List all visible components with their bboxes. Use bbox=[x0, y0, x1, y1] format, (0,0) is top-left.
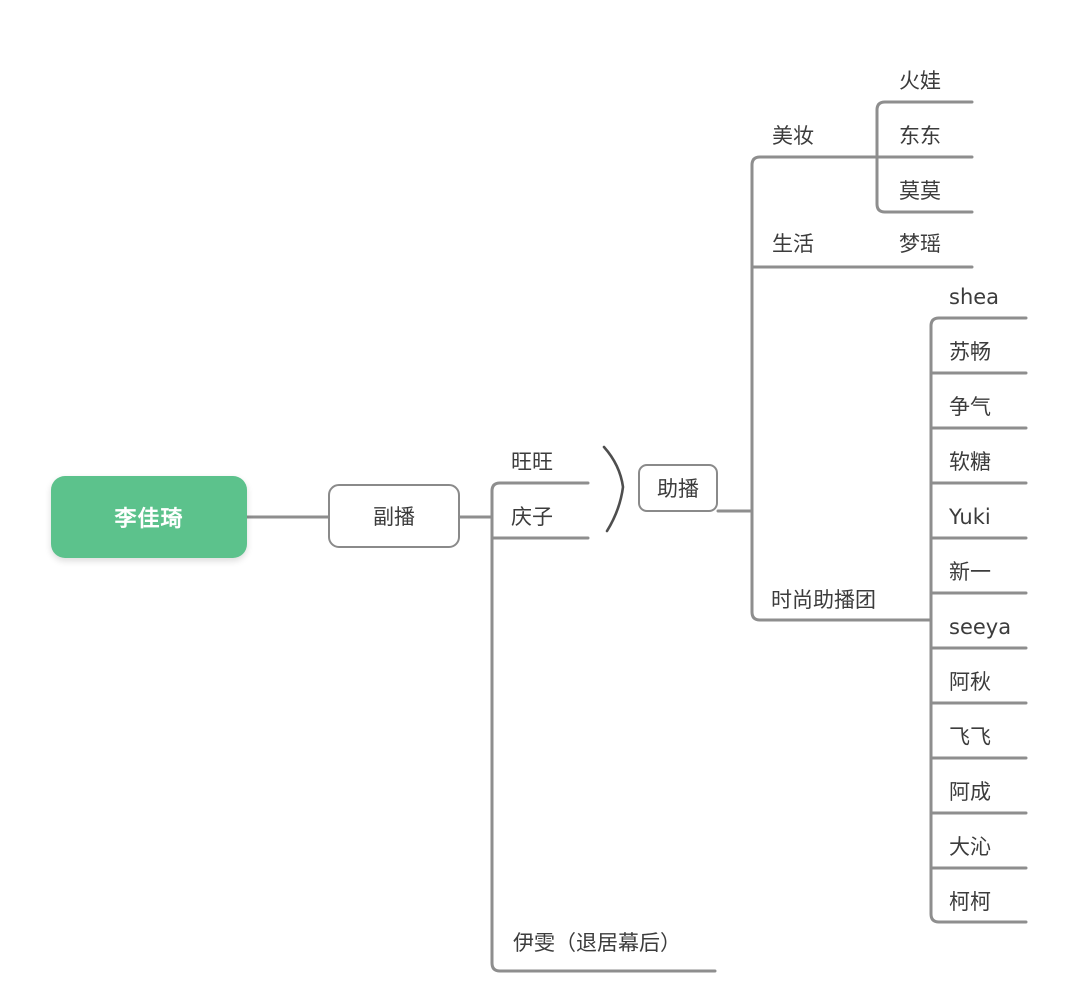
node-beauty-member[interactable]: 莫莫 bbox=[899, 179, 941, 203]
node-wangwang[interactable]: 旺旺 bbox=[511, 450, 553, 474]
node-fashion-member[interactable]: 阿成 bbox=[949, 780, 991, 804]
node-yiwen[interactable]: 伊雯（退居幕后） bbox=[513, 931, 681, 955]
node-root[interactable]: 李佳琦 bbox=[51, 476, 247, 558]
node-fashion-member[interactable]: 大沁 bbox=[949, 835, 991, 859]
node-life-member[interactable]: 梦瑶 bbox=[899, 232, 941, 256]
node-fashion-member[interactable]: shea bbox=[949, 285, 1000, 309]
node-zhubo-label: 助播 bbox=[657, 477, 699, 501]
node-qingzi[interactable]: 庆子 bbox=[511, 505, 553, 529]
trunk-fubo-children bbox=[490, 481, 717, 973]
trunk-meizhuang-children bbox=[875, 100, 974, 214]
node-fashion-member[interactable]: 新一 bbox=[949, 560, 991, 584]
node-meizhuang[interactable]: 美妆 bbox=[772, 124, 814, 148]
node-shishang[interactable]: 时尚助播团 bbox=[771, 588, 876, 612]
trunk-zhubo-children bbox=[750, 155, 974, 622]
node-fashion-member[interactable]: 柯柯 bbox=[949, 890, 991, 914]
node-zhubo[interactable]: 助播 bbox=[638, 464, 718, 512]
node-fashion-member[interactable]: Yuki bbox=[949, 505, 991, 529]
node-shenghuo[interactable]: 生活 bbox=[772, 232, 814, 256]
node-root-label: 李佳琦 bbox=[114, 507, 184, 532]
node-beauty-member[interactable]: 火娃 bbox=[899, 69, 941, 93]
node-fashion-member[interactable]: 飞飞 bbox=[949, 725, 991, 749]
node-beauty-member[interactable]: 东东 bbox=[899, 124, 941, 148]
node-fashion-member[interactable]: seeya bbox=[949, 615, 1012, 639]
trunk-fashion-children bbox=[929, 316, 1028, 924]
node-fashion-member[interactable]: 阿秋 bbox=[949, 670, 991, 694]
node-fubo-label: 副播 bbox=[373, 505, 415, 529]
node-fashion-member[interactable]: 争气 bbox=[949, 395, 991, 419]
node-fashion-member[interactable]: 苏畅 bbox=[949, 340, 991, 364]
summary-brace bbox=[602, 445, 625, 533]
node-fashion-member[interactable]: 软糖 bbox=[949, 450, 991, 474]
node-fubo[interactable]: 副播 bbox=[328, 484, 460, 548]
